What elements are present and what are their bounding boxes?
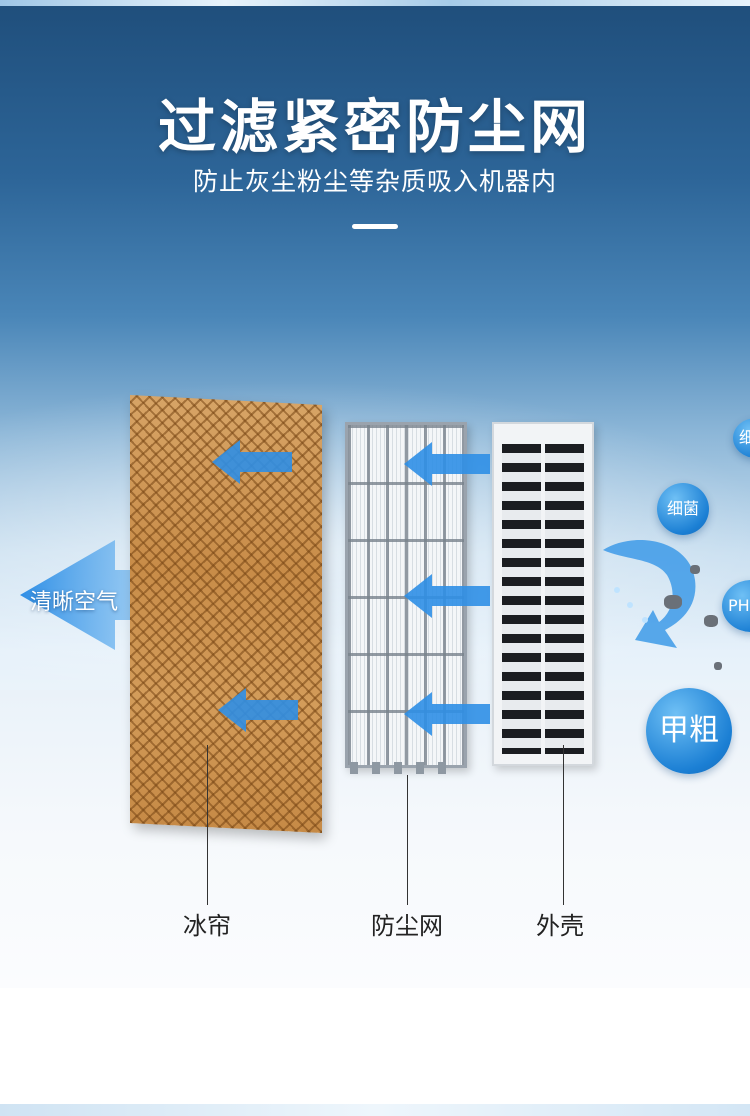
layer-label-curtain: 冰帘 (183, 912, 231, 940)
leader-line-curtain (207, 745, 208, 905)
impurity-bubble-label: 细 (739, 428, 750, 447)
dust-particle (704, 615, 718, 627)
airflow-arrow-icon (212, 440, 292, 484)
hero-section: 过滤紧密防尘网 防止灰尘粉尘等杂质吸入机器内 清晰空气 (0, 0, 750, 988)
bottom-strip (0, 1104, 750, 1116)
dust-particle (664, 595, 682, 609)
leader-line-shell (563, 745, 564, 905)
dust-particle (690, 565, 700, 574)
swirl-arrow-icon (595, 530, 705, 664)
impurity-bubble-label: PH (728, 596, 750, 615)
airflow-arrow-icon (218, 688, 298, 732)
clear-air-arrow-icon (20, 540, 230, 650)
impurity-bubble: 甲粗 (646, 688, 732, 774)
page-title: 过滤紧密防尘网 (157, 93, 592, 161)
impurity-bubble: 细 (733, 418, 750, 458)
airflow-arrow-icon (404, 442, 490, 486)
title-divider (352, 224, 398, 229)
page-subtitle: 防止灰尘粉尘等杂质吸入机器内 (192, 167, 557, 196)
dust-particle (714, 662, 722, 670)
impurity-bubble-label: 甲粗 (659, 713, 719, 748)
airflow-arrow-icon (404, 574, 490, 618)
impurity-bubble: 细菌 (657, 483, 709, 535)
impurity-bubble-label: 细菌 (666, 499, 699, 518)
airflow-arrow-icon (404, 692, 490, 736)
clear-air-label: 清晰空气 (30, 590, 119, 615)
layer-label-shell: 外壳 (536, 912, 584, 940)
shell-image (492, 422, 594, 766)
layer-label-mesh: 防尘网 (371, 912, 443, 940)
shell-slats (502, 444, 584, 754)
mesh-tabs (350, 762, 460, 774)
top-strip (0, 0, 750, 6)
leader-line-mesh (407, 775, 408, 905)
